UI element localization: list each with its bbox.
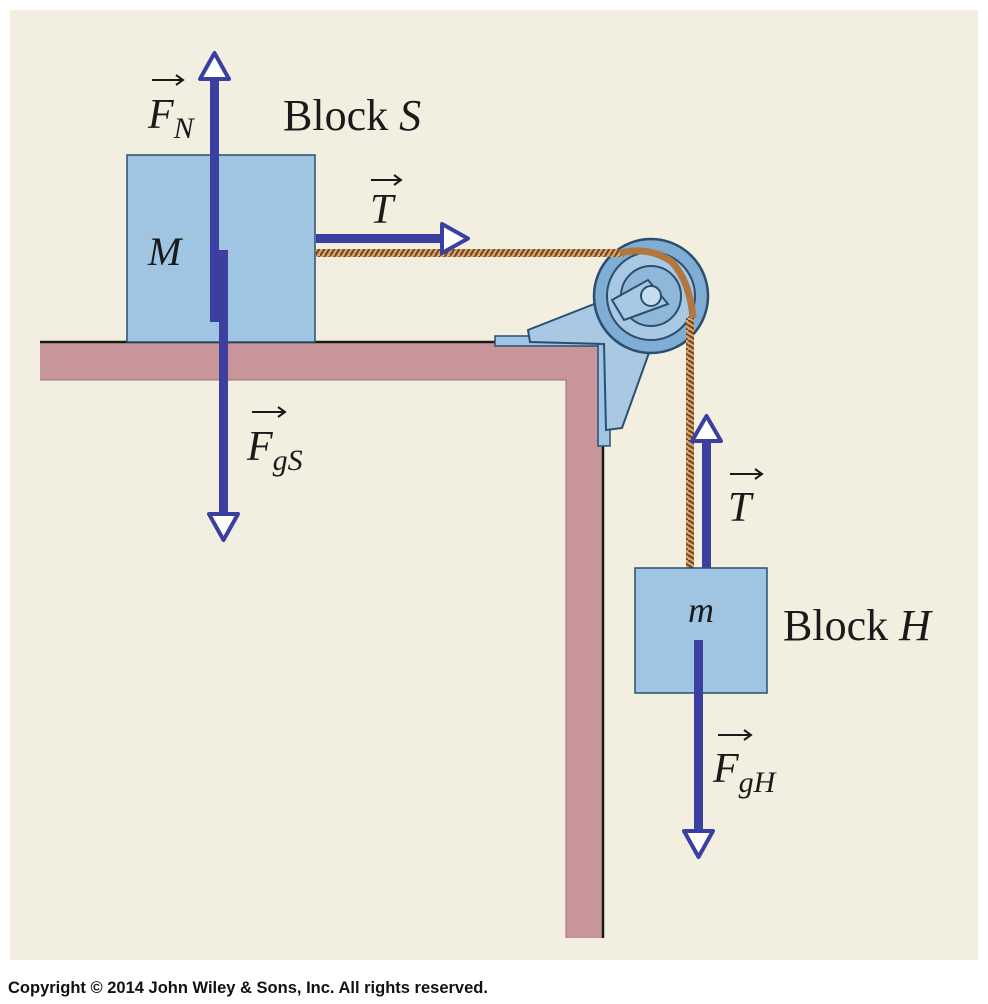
vector-arrow-icon (152, 74, 185, 86)
rope (316, 247, 697, 570)
svg-text:FgS: FgS (246, 424, 303, 477)
vector-arrow-icon (730, 468, 764, 480)
svg-text:T: T (728, 485, 754, 531)
weight-s-label: FgS (246, 406, 303, 477)
svg-text:FgH: FgH (712, 746, 778, 799)
svg-text:T: T (370, 187, 396, 233)
diagram-background (10, 10, 978, 960)
vector-arrow-icon (252, 406, 287, 418)
weight-s-vector (207, 250, 240, 542)
weight-h-label: FgH (712, 729, 778, 799)
block-s-label: Block S (283, 91, 421, 140)
mass-big-label: M (147, 229, 184, 274)
normal-force-label: FN (147, 74, 196, 145)
tension-s-label: T (370, 174, 403, 233)
copyright-notice: Copyright © 2014 John Wiley & Sons, Inc.… (8, 979, 488, 997)
tension-s-vector (316, 222, 470, 255)
svg-text:FN: FN (147, 92, 196, 145)
tension-h-vector (690, 414, 723, 568)
vector-arrow-icon (371, 174, 403, 186)
vector-arrow-icon (718, 729, 753, 741)
tension-h-label: T (728, 468, 764, 531)
normal-force-vector (198, 51, 231, 322)
block-h-label: Block H (783, 601, 933, 650)
pulley (592, 237, 710, 355)
weight-h-vector (682, 640, 715, 859)
mass-small-label: m (688, 590, 714, 630)
